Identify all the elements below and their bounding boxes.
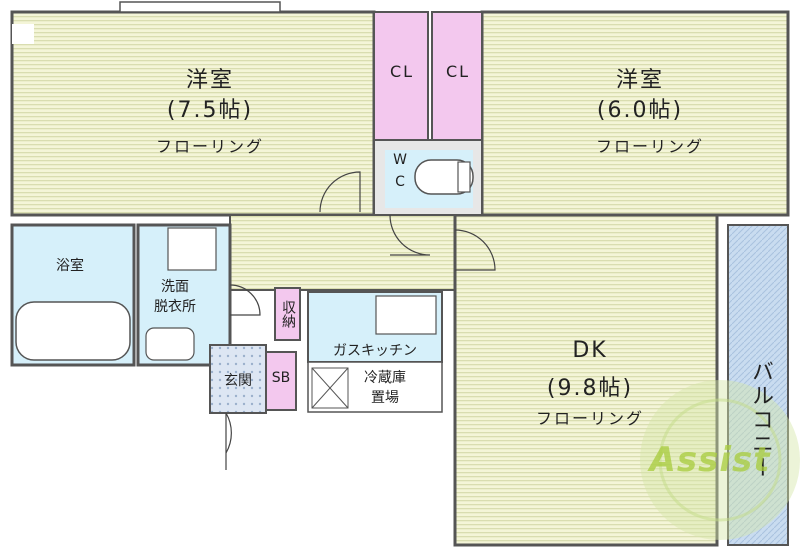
closet-right-label: CL <box>445 62 471 81</box>
hallway <box>229 214 456 291</box>
fridge-label-2: 置場 <box>371 390 399 406</box>
fridge-space <box>307 361 443 413</box>
entrance <box>209 344 267 414</box>
shoe-box-label: SB <box>271 370 291 386</box>
dk-room <box>453 213 719 547</box>
dk-name: DK <box>572 338 608 363</box>
washroom <box>136 223 232 367</box>
wc-label-w: W <box>393 152 407 168</box>
shoe-box <box>265 351 297 411</box>
window-top <box>119 1 281 13</box>
western-left-floor: フローリング <box>155 137 264 156</box>
kitchen <box>307 291 443 363</box>
bath-label: 浴室 <box>56 258 84 274</box>
balcony-label: バルコニー <box>748 360 773 480</box>
western-right-name: 洋室 <box>615 68 664 93</box>
washroom-label-2: 脱衣所 <box>154 299 196 315</box>
dk-floor: フローリング <box>535 409 644 428</box>
door-swings <box>225 171 496 470</box>
fridge-label-1: 冷蔵庫 <box>364 370 406 386</box>
kitchen-label: ガスキッチン <box>333 343 417 359</box>
assist-logo-text: Assist <box>649 440 771 480</box>
western-left-name: 洋室 <box>185 68 234 93</box>
closet-right <box>431 11 483 141</box>
wc-room <box>373 139 483 216</box>
bath-room <box>10 223 136 367</box>
assist-logo-mark <box>640 380 800 540</box>
wc-label-c: C <box>395 174 405 190</box>
western-room-right <box>480 10 790 217</box>
dk-size: (9.8帖) <box>546 376 634 401</box>
western-room-left <box>10 10 376 217</box>
western-right-size: (6.0帖) <box>596 98 684 123</box>
storage-label: 収納 <box>280 300 296 328</box>
balcony <box>727 224 789 546</box>
closet-left-label: CL <box>389 62 415 81</box>
entrance-label: 玄関 <box>224 373 252 389</box>
pillar-left <box>12 24 34 44</box>
storage <box>274 287 301 341</box>
washroom-label-1: 洗面 <box>161 279 189 295</box>
western-left-size: (7.5帖) <box>166 98 254 123</box>
western-right-floor: フローリング <box>595 137 704 156</box>
